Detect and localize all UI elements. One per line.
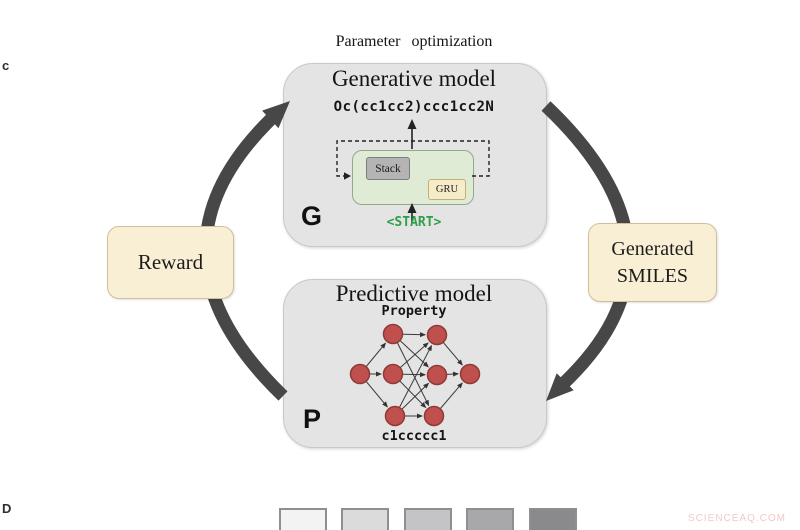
gradient-square	[466, 508, 514, 530]
gradient-square	[529, 508, 577, 530]
generative-model-title: Generative model	[331, 66, 497, 91]
panel-label-c: c	[2, 58, 10, 73]
reward-box: Reward	[107, 226, 234, 299]
gradient-square	[404, 508, 452, 530]
generated-smiles-box: Generated SMILES	[588, 223, 717, 302]
gradient-square	[279, 508, 327, 530]
generated-smiles-label: Generated SMILES	[611, 237, 694, 287]
predictive-model-title: Predictive model	[335, 281, 493, 306]
reward-label: Reward	[137, 250, 204, 274]
start-token: <START>	[386, 215, 442, 230]
generative-letter-g: G	[301, 201, 323, 231]
predictive-letter-p: P	[303, 404, 322, 434]
watermark: SCIENCEAQ.COM	[687, 513, 786, 524]
property-label: Property	[381, 303, 447, 319]
gru-box: GRU	[428, 179, 466, 200]
gru-label: GRU	[435, 184, 459, 195]
panel-label-d: D	[2, 501, 12, 516]
stack-label: Stack	[375, 162, 401, 175]
cycle-arrow-right-head	[546, 373, 574, 401]
generated-smiles-string: Oc(cc1cc2)ccc1cc2N	[333, 99, 495, 115]
parameter-optimization-caption: Parameter optimization	[335, 33, 493, 50]
gradient-square	[341, 508, 389, 530]
input-smiles-string: c1ccccc1	[381, 428, 447, 444]
stack-box: Stack	[366, 157, 410, 180]
